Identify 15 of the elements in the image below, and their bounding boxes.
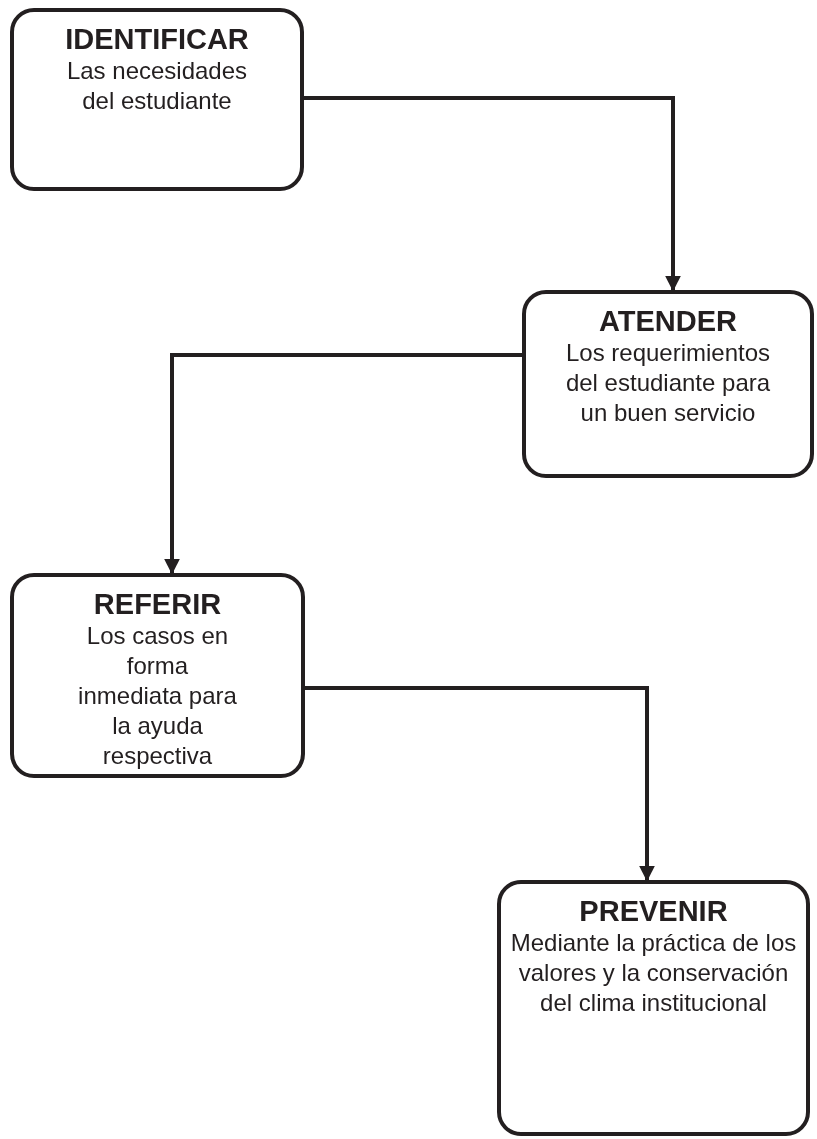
process-box [10, 573, 305, 778]
arrow [304, 96, 681, 292]
step-title: ATENDER [599, 304, 737, 338]
step-title: PREVENIR [579, 894, 728, 928]
process-box [497, 880, 810, 1136]
step-title: IDENTIFICAR [65, 22, 249, 56]
step-description: Las necesidades del estudiante [65, 56, 249, 116]
process-box [522, 290, 814, 478]
process-box [10, 8, 304, 191]
step-description: Los requerimientos del estudiante para un buen servicio [564, 338, 772, 428]
step-title: REFERIR [93, 587, 222, 621]
arrow [305, 686, 655, 882]
step-description: Los casos en forma inmediata para la ayuda respectiva [77, 621, 238, 771]
arrow [164, 353, 522, 575]
step-description: Mediante la práctica de los valores y la conservación del clima institucional [509, 928, 798, 1018]
